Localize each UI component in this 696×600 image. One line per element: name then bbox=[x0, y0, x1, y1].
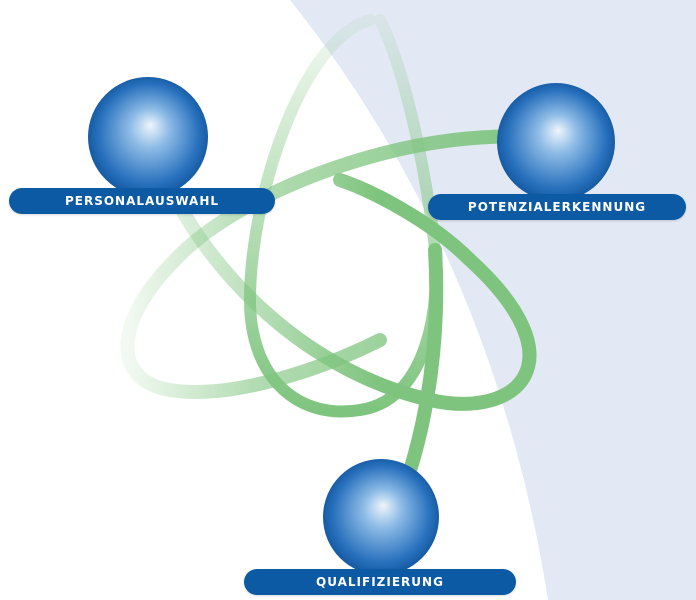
orbit-ring-2 bbox=[120, 129, 567, 399]
sphere-potenzialerkennung bbox=[497, 83, 615, 201]
label-qualifizierung: QUALIFIZIERUNG bbox=[244, 569, 516, 595]
label-potenzialerkennung: POTENZIALERKENNUNG bbox=[428, 194, 686, 220]
orbit-ring-3 bbox=[243, 14, 443, 418]
label-personalauswahl: PERSONALAUSWAHL bbox=[9, 188, 275, 214]
sphere-personalauswahl bbox=[88, 77, 208, 197]
sphere-qualifizierung bbox=[323, 459, 439, 575]
